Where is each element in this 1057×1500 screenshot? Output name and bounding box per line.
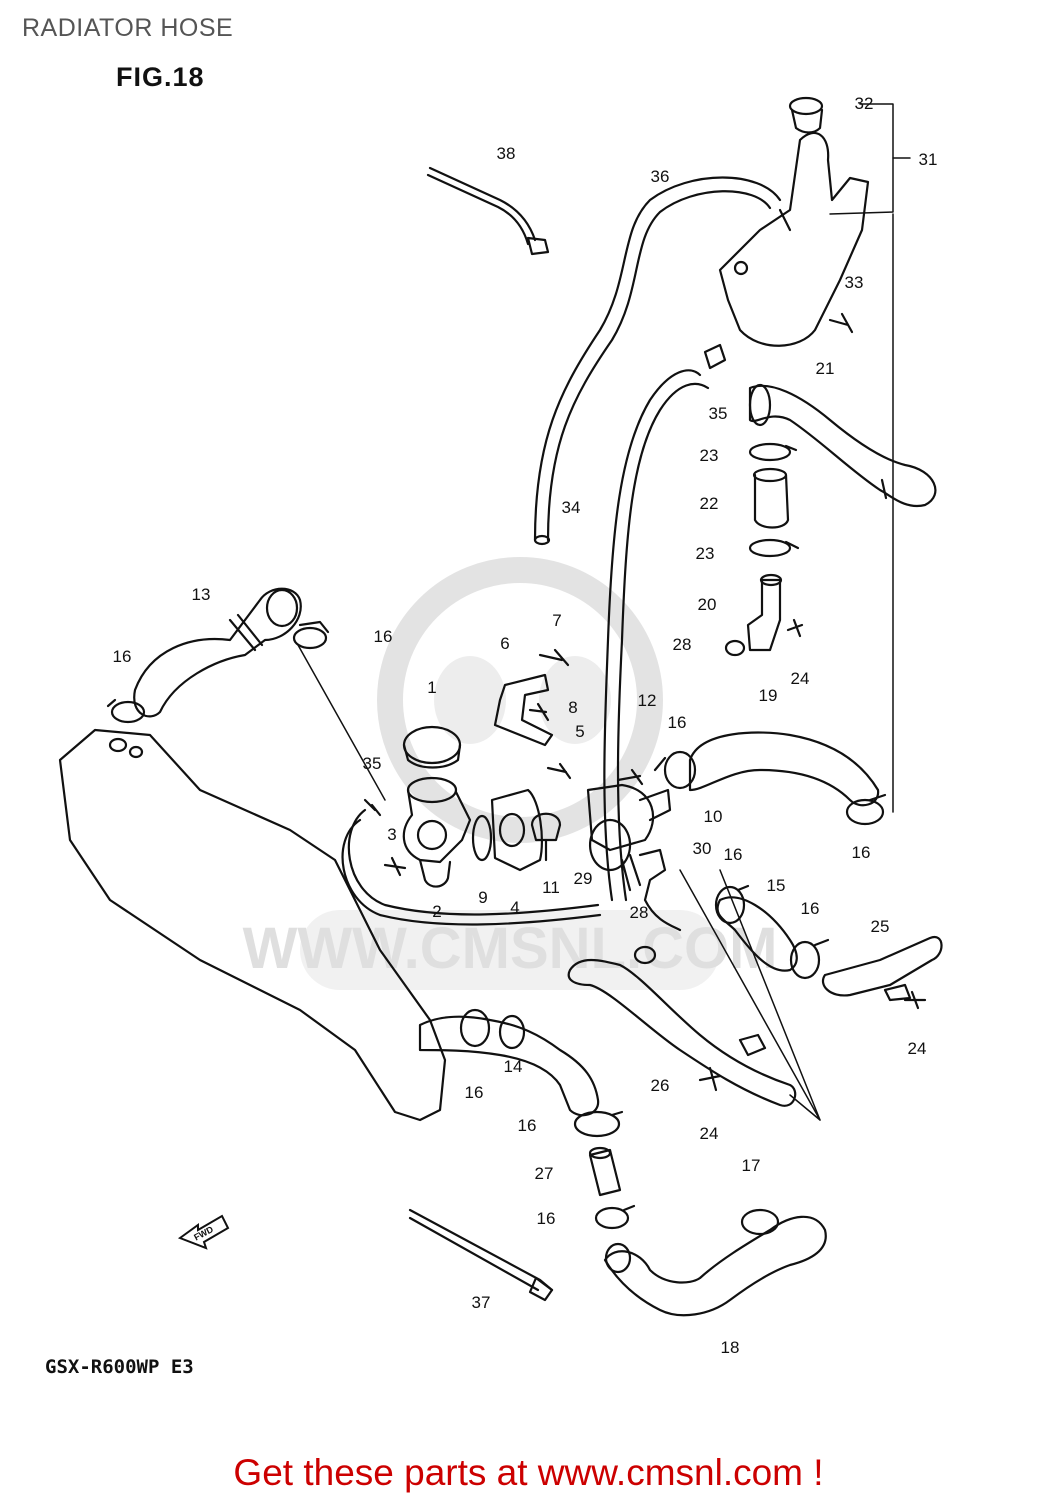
callout: 7: [552, 611, 561, 630]
callout: 31: [919, 150, 938, 169]
callout: 16: [668, 713, 687, 732]
callout: 16: [801, 899, 820, 918]
callout: 16: [465, 1083, 484, 1102]
water-outlet-10: [586, 783, 654, 852]
callout: 17: [742, 1156, 761, 1175]
callout: 16: [724, 845, 743, 864]
callout: 24: [908, 1039, 927, 1058]
callout: 16: [374, 627, 393, 646]
callout: 26: [651, 1076, 670, 1095]
pipe-25: [822, 935, 943, 997]
thermostat-housing-4: [490, 788, 543, 872]
parts-artwork: [58, 96, 943, 1317]
callout: 24: [700, 1124, 719, 1143]
callout: 2: [432, 902, 441, 921]
callout: 35: [709, 404, 728, 423]
hose-36: [533, 176, 782, 542]
callout: 38: [497, 144, 516, 163]
hose-13: [133, 587, 302, 718]
watermark-text: WWW.CMSNL.COM: [243, 916, 778, 981]
callout: 14: [504, 1057, 523, 1076]
callout: 16: [518, 1116, 537, 1135]
callout: 11: [542, 878, 560, 897]
callout: 16: [852, 843, 871, 862]
callout: 27: [535, 1164, 554, 1183]
footer-link-text[interactable]: Get these parts at www.cmsnl.com !: [233, 1452, 824, 1493]
fwd-arrow-icon: FWD: [177, 1214, 230, 1250]
callout: 29: [574, 869, 593, 888]
callout: 32: [855, 94, 874, 113]
callout: 10: [704, 807, 723, 826]
watermark: WWW.CMSNL.COM: [243, 557, 778, 990]
hose-18: [603, 1215, 827, 1317]
callout: 35: [363, 754, 382, 773]
callout: 28: [673, 635, 692, 654]
callout: 5: [575, 722, 584, 741]
callout: 25: [871, 917, 890, 936]
filler-neck-2: [402, 788, 472, 864]
callout: 20: [698, 595, 717, 614]
callout: 23: [696, 544, 715, 563]
callout: 8: [568, 698, 577, 717]
radiator: [58, 728, 447, 1122]
reservoir-tank-31: [718, 131, 870, 347]
callout: 19: [759, 686, 778, 705]
callout: 37: [472, 1293, 491, 1312]
callout: 18: [721, 1338, 740, 1357]
callout: 24: [791, 669, 810, 688]
hose-19: [688, 731, 880, 807]
callout: 16: [537, 1209, 556, 1228]
callout: 1: [427, 678, 436, 697]
figure-label: FIG.18: [116, 62, 205, 92]
hose-14: [418, 1015, 600, 1117]
callout: 12: [638, 691, 657, 710]
page-title: RADIATOR HOSE: [22, 14, 234, 42]
callout: 3: [387, 825, 396, 844]
callout: 9: [478, 888, 487, 907]
callout: 30: [693, 839, 712, 858]
callout: 16: [113, 647, 132, 666]
callout: 21: [816, 359, 835, 378]
callout: 15: [767, 876, 786, 895]
callout: 22: [700, 494, 719, 513]
callout: 28: [630, 903, 649, 922]
callout: 33: [845, 273, 864, 292]
callout: 34: [562, 498, 581, 517]
callout: 6: [500, 634, 509, 653]
callout: 23: [700, 446, 719, 465]
callout-labels: 1 2 3 4 5 6 7 8 9 10 11 12 13 14 15 16 1…: [113, 94, 938, 1357]
model-code: GSX-R600WP E3: [45, 1356, 194, 1378]
callout: 36: [651, 167, 670, 186]
hose-34: [603, 369, 702, 902]
callout: 13: [192, 585, 211, 604]
hose-21: [748, 384, 937, 508]
callout: 4: [510, 898, 519, 917]
